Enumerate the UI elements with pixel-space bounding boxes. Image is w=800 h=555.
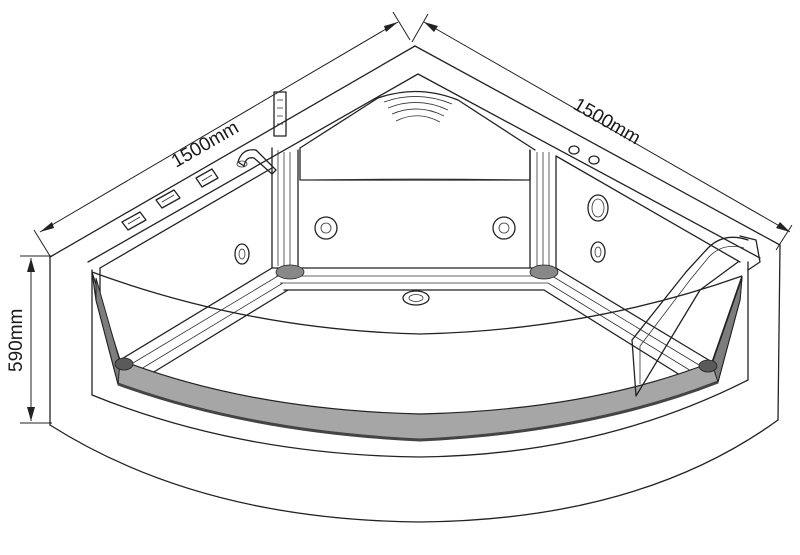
faucet-spout-icon	[236, 149, 277, 175]
jet-back-left-icon	[314, 216, 338, 240]
dim-label-right-width: 1500mm	[570, 94, 645, 149]
control-knob-3-icon	[195, 168, 219, 188]
dim-label-left-width: 1500mm	[168, 117, 243, 172]
glass-front-panel	[91, 264, 743, 442]
jet-right-icon	[590, 241, 606, 263]
dimension-left-width: 1500mm	[33, 11, 411, 257]
drain-icon	[402, 290, 430, 306]
dim-label-height: 590mm	[6, 309, 27, 372]
dimension-height: 590mm	[6, 255, 52, 424]
jet-back-right-icon	[492, 216, 516, 240]
deck-button-2-icon	[588, 155, 600, 165]
tub-basin	[99, 90, 741, 381]
grab-handle-icon	[631, 235, 761, 397]
tub-outer-shell	[49, 45, 781, 523]
hand-shower-icon	[273, 91, 287, 137]
control-knob-2-icon	[155, 189, 181, 209]
pillow-light-icon	[587, 194, 609, 222]
jet-left-icon	[234, 243, 250, 265]
control-knob-1-icon	[121, 211, 147, 231]
deck-button-1-icon	[568, 145, 580, 155]
